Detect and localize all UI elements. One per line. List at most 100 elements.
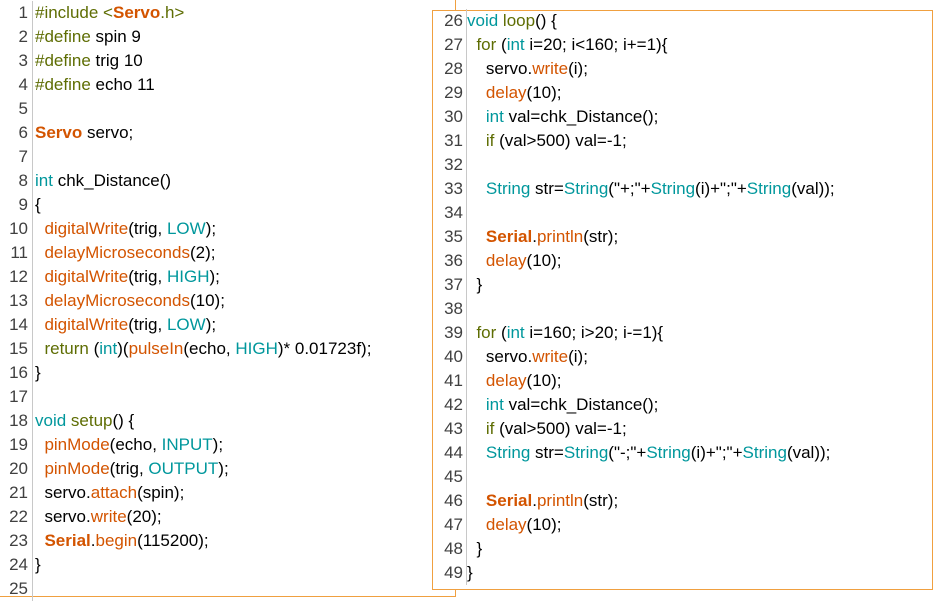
gutter-divider <box>32 529 33 553</box>
line-number: 19 <box>9 435 28 454</box>
line-number: 13 <box>9 291 28 310</box>
gutter-divider <box>32 577 33 601</box>
code-token <box>467 515 486 534</box>
code-token: int <box>485 395 504 414</box>
line-number: 4 <box>18 75 28 94</box>
gutter-divider <box>32 553 33 577</box>
code-token: Serial <box>485 227 533 246</box>
gutter-divider <box>466 297 467 321</box>
code-text: servo.write(20); <box>35 505 161 529</box>
code-text: for (int i=20; i<160; i+=1){ <box>467 33 667 57</box>
code-token: begin <box>95 531 138 550</box>
code-text: delay(10); <box>467 369 562 393</box>
gutter-divider <box>466 105 467 129</box>
code-token: (trig, <box>128 315 167 334</box>
code-token: return <box>44 339 89 358</box>
line-number: 2 <box>18 27 28 46</box>
code-token: (val>500) val=-1; <box>494 419 627 438</box>
line-number: 37 <box>444 275 463 294</box>
code-text: delayMicroseconds(2); <box>35 241 215 265</box>
line-number: 48 <box>444 539 463 558</box>
code-text: String str=String("+;"+String(i)+";"+Str… <box>467 177 835 201</box>
code-text: } <box>467 273 482 297</box>
code-token: delay <box>485 83 527 102</box>
code-text: } <box>467 537 482 561</box>
code-token: #include < <box>35 3 113 22</box>
code-token: pinMode <box>44 459 110 478</box>
gutter-divider <box>466 33 467 57</box>
code-token: .h> <box>160 3 185 22</box>
code-token: val=chk_Distance(); <box>503 395 659 414</box>
code-token: void <box>35 411 67 430</box>
code-token: LOW <box>166 219 206 238</box>
code-token: String <box>650 179 696 198</box>
code-token: setup <box>70 411 113 430</box>
gutter-divider <box>466 465 467 489</box>
code-token: HIGH <box>166 267 210 286</box>
code-token: write <box>90 507 127 526</box>
code-token: (10); <box>526 371 562 390</box>
code-token: ( <box>496 323 507 342</box>
code-token: servo. <box>35 507 91 526</box>
gutter-divider <box>466 249 467 273</box>
code-token: str= <box>530 179 564 198</box>
code-token <box>467 419 486 438</box>
code-token: HIGH <box>235 339 278 358</box>
code-token: (2); <box>189 243 216 262</box>
code-token: if <box>485 419 495 438</box>
code-token: (echo, <box>109 435 162 454</box>
code-token: delay <box>485 515 527 534</box>
gutter-divider <box>32 169 33 193</box>
code-token: val=chk_Distance(); <box>503 107 659 126</box>
line-number: 23 <box>9 531 28 550</box>
gutter-divider <box>32 337 33 361</box>
code-token: ("-;"+ <box>608 443 647 462</box>
gutter-divider <box>466 393 467 417</box>
gutter-divider <box>32 241 33 265</box>
code-text: } <box>35 361 41 385</box>
code-text: String str=String("-;"+String(i)+";"+Str… <box>467 441 830 465</box>
code-token: (i)+";"+ <box>690 443 743 462</box>
code-text: void loop() { <box>467 9 557 33</box>
gutter-divider <box>466 537 467 561</box>
code-token: (10); <box>189 291 225 310</box>
gutter-divider <box>466 561 467 585</box>
line-number: 30 <box>444 107 463 126</box>
code-token: if <box>485 131 495 150</box>
code-token: (val)); <box>791 179 835 198</box>
line-number: 38 <box>444 299 463 318</box>
line-number: 5 <box>18 99 28 118</box>
code-token: (10); <box>526 83 562 102</box>
code-text: servo.write(i); <box>467 57 588 81</box>
code-token: (str); <box>583 227 619 246</box>
code-text: servo.write(i); <box>467 345 588 369</box>
gutter-divider <box>466 225 467 249</box>
gutter-divider <box>466 129 467 153</box>
code-token: () { <box>112 411 135 430</box>
gutter-divider <box>466 345 467 369</box>
code-token <box>467 251 486 270</box>
code-text: } <box>35 553 41 577</box>
code-token: INPUT <box>161 435 213 454</box>
code-token: ( <box>88 339 100 358</box>
code-token: i=20; i<160; i+=1){ <box>524 35 668 54</box>
code-token: digitalWrite <box>44 267 129 286</box>
code-text: int val=chk_Distance(); <box>467 105 658 129</box>
code-token: delayMicroseconds <box>44 291 190 310</box>
code-token: (i); <box>568 59 588 78</box>
code-token: void <box>467 11 499 30</box>
code-text: if (val>500) val=-1; <box>467 129 627 153</box>
code-token: int <box>35 171 53 190</box>
code-token: servo; <box>82 123 134 142</box>
code-text: pinMode(echo, INPUT); <box>35 433 223 457</box>
code-token: delayMicroseconds <box>44 243 190 262</box>
code-token <box>467 107 486 126</box>
code-token: i=160; i>20; i-=1){ <box>524 323 664 342</box>
code-text: digitalWrite(trig, HIGH); <box>35 265 219 289</box>
code-token: String <box>485 443 531 462</box>
code-text: pinMode(trig, OUTPUT); <box>35 457 228 481</box>
line-number: 12 <box>9 267 28 286</box>
code-token: chk_Distance() <box>52 171 172 190</box>
code-token: (spin); <box>137 483 185 502</box>
